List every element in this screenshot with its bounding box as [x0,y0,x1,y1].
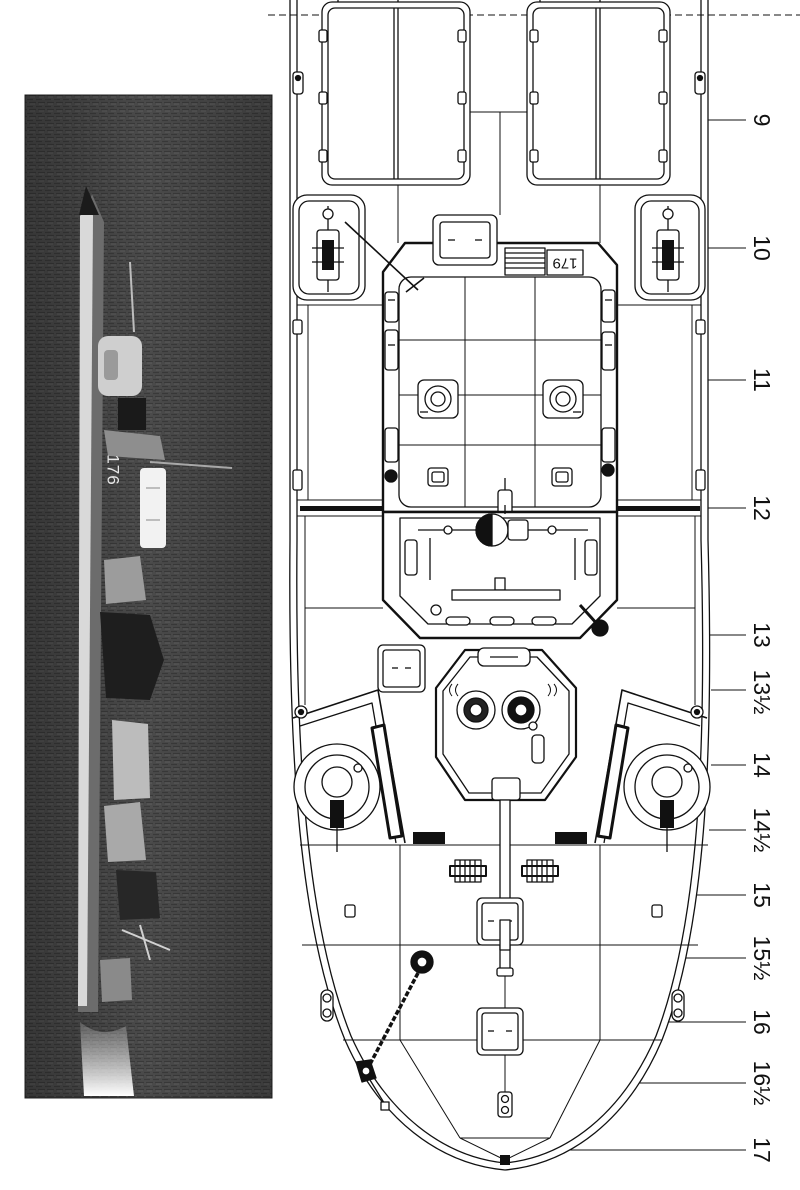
bulwark-starboard [594,689,708,844]
bulwark-port [292,689,406,844]
mast-base [497,478,513,515]
fore-hatch-2 [476,1007,524,1056]
bridge-console [451,589,561,601]
davit-starboard [634,194,706,301]
barrel-over-hatch [499,919,511,951]
cargo-hatch-starboard [526,0,671,186]
station-labels: 9 10 11 12 13 13½ 14 14½ 15 15½ 16 16½ 1… [749,114,775,1163]
bollard-port [320,989,334,1022]
bollard-bow [497,1091,513,1118]
side-gun-mount-port [293,743,381,852]
deck-equipment-port [417,379,459,419]
station-label: 15 [749,882,775,908]
station-label: 16 [749,1009,775,1035]
gun-barrel [491,777,521,977]
deck-hull-number: 179 [552,255,577,272]
bow-fairlead [500,1155,510,1165]
deck-edge-bar-left [300,506,383,511]
turret-sight-right [501,690,541,730]
station-label: 15½ [749,936,775,981]
aft-deckhouse: 179 [381,214,619,515]
hull-fittings [292,71,706,491]
station-leaders [570,119,746,1151]
station-label: 12 [749,495,775,521]
station-label: 14 [749,752,775,778]
station-label: 9 [749,114,775,127]
deck-vents [427,467,573,487]
access-hatch-top [432,214,498,266]
station-label: 14½ [749,808,775,853]
station-label: 13 [749,622,775,648]
winch-starboard [521,859,559,883]
deck-equipment-starboard [542,379,584,419]
ready-locker-starboard [555,832,587,844]
turret-sight-left [456,690,496,730]
ready-locker-port [413,832,445,844]
bollard-starboard [671,989,685,1022]
compass-binnacle [475,505,529,547]
photo-ship [78,186,233,1012]
station-label: 13½ [749,670,775,715]
gun-turret [434,647,578,802]
winch-port [449,859,487,883]
deckhouse-light-port [384,469,398,483]
photo-hull-number: 176 [104,454,123,485]
stairway [504,247,546,276]
deckhouse-light-starboard [601,463,615,477]
access-hatch-forward [377,644,426,693]
signal-lamp [591,619,609,637]
anchor-gear [355,950,434,1111]
deck-edge-bar-right [617,506,700,511]
side-gun-mount-starboard [623,743,711,852]
crane-boom [344,221,425,293]
station-label: 16½ [749,1061,775,1106]
bridge-slots [445,616,557,626]
station-label: 11 [749,368,775,392]
deckhouse-racks [384,289,616,463]
deck-plan: 17 9 [268,0,800,1171]
aerial-photo: 176 [24,94,273,1099]
davit-port [292,194,366,301]
station-label: 10 [749,235,775,261]
deck-vent-small [344,904,663,918]
hull-number-plate [546,249,584,276]
forward-deckhouse [381,505,619,640]
station-label: 17 [749,1137,775,1163]
cargo-hatch-port [318,0,471,186]
